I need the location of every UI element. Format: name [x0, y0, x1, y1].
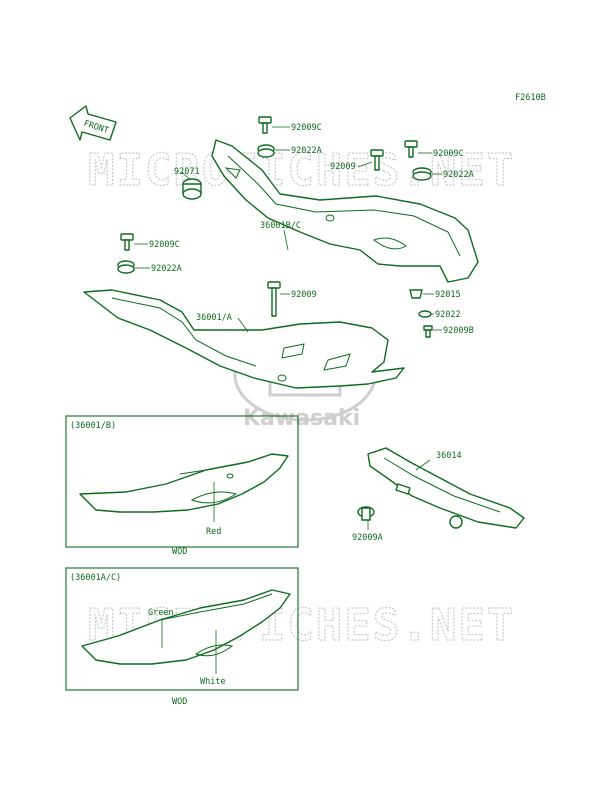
inset-36001b-title: (36001/B): [70, 421, 116, 431]
label-92015: 92015: [435, 290, 461, 300]
leader-lines: [134, 126, 442, 530]
bolt-92009c-1: [258, 116, 272, 134]
inset-36001b-color: Red: [206, 527, 221, 537]
inset-36001ac-white: White: [200, 677, 226, 687]
watermark-top: MICROFICHES.NET: [88, 145, 515, 196]
inset-36001ac-code: WOD: [172, 697, 187, 707]
front-arrow-icon: FRONT: [69, 105, 117, 141]
bolt-92009-2: [267, 281, 281, 317]
label-92022a-2: 92022A: [443, 170, 474, 180]
label-92009c-3: 92009C: [149, 240, 180, 250]
inset-36001b-code: WOD: [172, 547, 187, 557]
inset-36001ac: (36001A/C) Green White WOD: [65, 567, 299, 707]
inset-36001ac-title: (36001A/C): [70, 573, 121, 583]
label-92022: 92022: [435, 310, 461, 320]
bolt-92009c-3: [120, 233, 134, 251]
label-36001bc: 36001B/C: [260, 221, 301, 231]
label-92022a-1: 92022A: [291, 146, 322, 156]
label-92009-1: 92009: [330, 162, 356, 172]
label-92022a-3: 92022A: [151, 264, 182, 274]
screw-92009b: [423, 325, 433, 338]
label-92009-2: 92009: [291, 290, 317, 300]
seat-cover-upper: [211, 139, 479, 283]
logo-text: Kawasaki: [243, 406, 360, 431]
inset-36001ac-green: Green: [148, 608, 174, 618]
clip-92015: [409, 289, 423, 299]
inset-36001b: (36001/B) Red WOD: [65, 415, 299, 557]
label-92009b: 92009B: [443, 326, 474, 336]
label-36001a: 36001/A: [196, 313, 232, 323]
washer-92022: [418, 310, 432, 318]
seat-cover-lower: [83, 289, 405, 389]
grommet-92071: [182, 178, 202, 200]
washer-92022a-1: [257, 144, 275, 158]
label-92009a: 92009A: [352, 533, 383, 543]
label-92009c-2: 92009C: [433, 149, 464, 159]
washer-92022a-2: [412, 167, 432, 181]
bolt-92009c-2: [404, 140, 418, 158]
label-36014: 36014: [436, 451, 462, 461]
label-92009c-1: 92009C: [291, 123, 322, 133]
washer-92022a-3: [117, 260, 135, 274]
bolt-92009a: [357, 506, 375, 521]
label-92071: 92071: [174, 167, 200, 177]
cover-36014: [367, 447, 525, 529]
bolt-92009-1: [370, 149, 384, 171]
figure-code: F2610B: [515, 93, 546, 103]
